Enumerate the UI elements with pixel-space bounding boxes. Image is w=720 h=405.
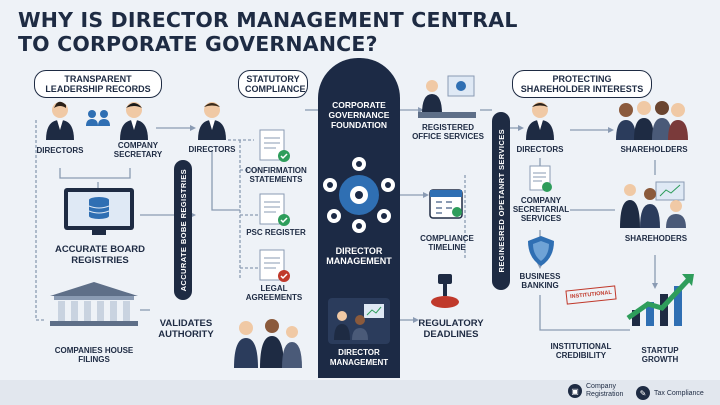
footer-tax-compliance[interactable]: ✎ Tax Compliance [636, 386, 704, 400]
director-person-icon-right [526, 102, 554, 140]
shareholders-group-icon [616, 101, 688, 140]
vbar-left-text: ACCURATE BOBE REGISTRIES [178, 168, 188, 292]
psc-register-document-icon [259, 193, 290, 226]
registered-office-icon [418, 75, 476, 118]
label-companies-house-filings: COMPANIES HOUSE FILINGS [54, 346, 134, 364]
handshake-meeting-icon [234, 319, 302, 368]
label-institutional-credibility: INSTITUTIONAL CREDIBILITY [550, 342, 612, 360]
label-company-secretarial-services: COMPANY SECRETARIAL SERVICES [512, 196, 570, 223]
label-confirmation-statements: CONFIRMATION STATEMENTS [245, 166, 307, 184]
secretary-person-icon [120, 102, 148, 140]
director-person-icon [46, 101, 74, 140]
label-business-banking: BUSINESS BANKING [519, 272, 561, 290]
label-accurate-board-registries: ACCURATE BOARD REGISTRIES [54, 244, 146, 266]
shield-icon [528, 236, 554, 266]
company-registration-icon: ▣ [568, 384, 582, 398]
label-shareholders-top: SHAREHOLDERS [620, 145, 688, 154]
label-director-management-center: DIRECTOR MANAGEMENT [326, 246, 392, 266]
footer-bar [0, 380, 720, 405]
label-directors-statutory: DIRECTORS [188, 145, 236, 154]
label-directors-left: DIRECTORS [36, 146, 84, 155]
label-shareholders-mid: SHAREHODERS [624, 234, 688, 243]
label-legal-agreements: LEGAL AGREEMENTS [245, 284, 303, 302]
label-company-secretary: COMPANY SECRETARY [113, 141, 163, 159]
boardroom-meeting-icon [328, 298, 390, 344]
footer-company-registration[interactable]: ▣ Company Registration [568, 383, 630, 399]
label-director-management-bottom: DIRECTOR MANAGEMENT [329, 348, 389, 367]
companies-house-building-icon [50, 282, 138, 326]
label-directors-right: DIRECTORS [516, 145, 564, 154]
label-psc-register: PSC REGISTER [246, 228, 306, 237]
page-title: WHY IS DIRECTOR MANAGEMENT CENTRAL TO CO… [18, 8, 518, 56]
vbar-registered-services: REGINESRED OPETANRT SERVICES [492, 112, 510, 290]
monitor-database-icon [64, 188, 134, 235]
gavel-stamp-icon [431, 274, 459, 308]
calendar-icon [429, 189, 463, 219]
vbar-right-text: REGINESRED OPETANRT SERVICES [496, 129, 506, 273]
legal-agreements-document-icon [259, 249, 290, 282]
confirmation-document-icon [259, 129, 290, 162]
tax-compliance-icon: ✎ [636, 386, 650, 400]
label-corporate-governance-foundation: CORPORATE GOVERNANCE FOUNDATION [328, 100, 390, 130]
vbar-accurate-registries: ACCURATE BOBE REGISTRIES [174, 160, 192, 300]
label-registered-office-services: REGISTERED OFFICE SERVICES [412, 123, 484, 141]
stamp-text: INSTITUTIONAL [569, 289, 613, 301]
gear-hub-icon [323, 157, 395, 233]
footer-company-registration-label: Company Registration [586, 383, 624, 398]
label-startup-growth: STARTUP GROWTH [641, 346, 679, 364]
growth-chart-icon [626, 274, 694, 326]
section-statutory-compliance: STATUTORY COMPLIANCE [238, 70, 308, 98]
director-person-icon-statutory [198, 102, 226, 140]
label-validates-authority: VALIDATES AUTHORITY [158, 318, 214, 340]
section-transparent-leadership: TRANSPARENT LEADERSHIP RECORDS [34, 70, 162, 98]
label-regulatory-deadlines: REGULATORY DEADLINES [418, 318, 484, 340]
company-secretarial-document-icon [529, 165, 552, 192]
exchange-arrows-icon [86, 110, 110, 126]
label-compliance-timeline: COMPLIANCE TIMELINE [420, 234, 474, 252]
section-protecting-shareholders: PROTECTING SHAREHOLDER INTERESTS [512, 70, 652, 98]
footer-tax-compliance-label: Tax Compliance [654, 389, 704, 397]
shareholders-meeting-icon [620, 181, 686, 228]
